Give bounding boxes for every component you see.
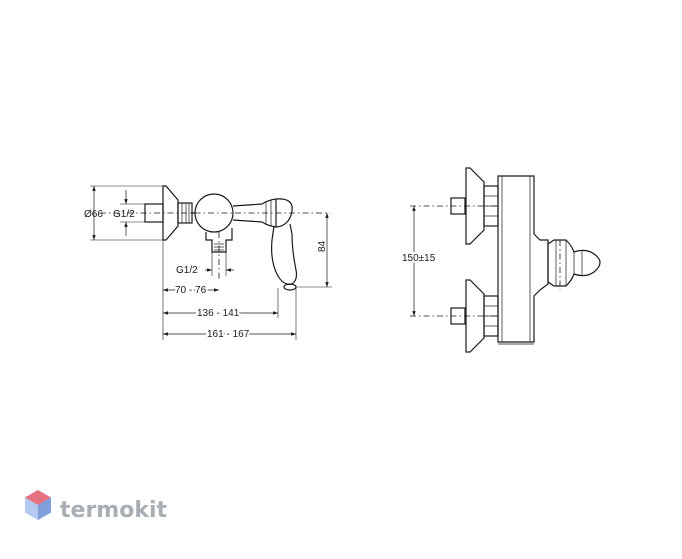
dim-70-76-label: 70 - 76 [175,285,207,296]
front-handle [547,239,601,287]
dia-label: Ø66 [84,209,103,220]
thread-label-top: G1/2 [113,209,135,220]
dim-136-141-label: 136 - 141 [197,308,240,319]
spacing-label: 150±15 [402,253,436,264]
brand-wordmark: termokit [60,498,167,523]
front-view: 150±15 [400,167,601,353]
top-nipple [450,197,466,215]
lever-handle [271,223,298,285]
height-label: 84 [317,240,328,252]
dim-161-167-label: 161 - 167 [207,329,250,340]
watermark-logo: termokit [25,490,167,523]
bottom-flange [465,279,485,353]
valve-neck [232,198,277,228]
bottom-nipple [450,307,466,325]
handle-cap [275,198,293,228]
outlet-nozzle [205,228,233,253]
side-view: Ø66 G1/2 G1/2 70 - 76 136 - 141 161 - 16… [84,185,332,342]
mixer-body [497,175,549,343]
thread-label-bottom: G1/2 [176,265,198,276]
top-flange [465,167,485,245]
pipe-nipple [144,203,164,223]
hexagon-logo-icon [25,490,51,520]
